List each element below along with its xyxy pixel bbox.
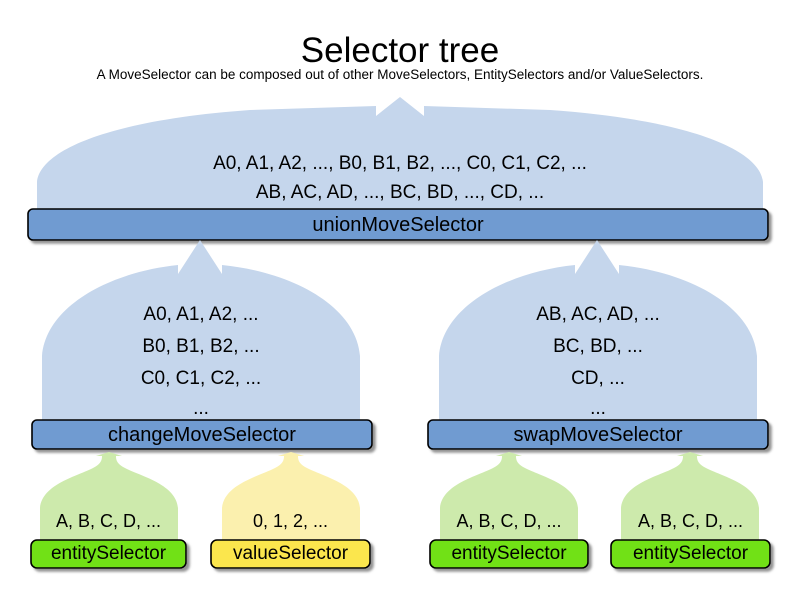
swap-dome-shape bbox=[439, 240, 757, 421]
change-content-line-4: ... bbox=[193, 398, 209, 419]
union-bar-shape bbox=[27, 208, 769, 241]
swap-content-line-4: ... bbox=[590, 398, 606, 419]
entity-selector-label-3[interactable]: entitySelector bbox=[632, 543, 749, 564]
leaf-content-4: A, B, C, D, ... bbox=[637, 511, 744, 531]
change-move-selector-label[interactable]: changeMoveSelector bbox=[108, 423, 296, 446]
change-content-line-1: A0, A1, A2, ... bbox=[143, 304, 259, 325]
swap-content-line-1: AB, AC, AD, ... bbox=[536, 304, 660, 325]
entity-selector-label-2[interactable]: entitySelector bbox=[451, 543, 567, 564]
leaf-box-shape-2 bbox=[210, 539, 371, 569]
leaf-box-shape-4 bbox=[610, 539, 771, 569]
leaf-dome-shape-1 bbox=[40, 452, 178, 541]
value-selector-label-1[interactable]: valueSelector bbox=[232, 543, 349, 564]
leaf-box-shape-3 bbox=[429, 539, 589, 569]
leaf-dome-shape-4 bbox=[621, 452, 759, 541]
page-title: Selector tree bbox=[300, 31, 500, 70]
leaf-dome-shape-3 bbox=[440, 452, 578, 541]
page-subtitle: A MoveSelector can be composed out of ot… bbox=[96, 67, 704, 82]
change-bar-shape bbox=[31, 419, 373, 450]
union-move-selector-label[interactable]: unionMoveSelector bbox=[312, 213, 484, 236]
leaf-content-3: A, B, C, D, ... bbox=[456, 511, 562, 531]
union-content-line-2: AB, AC, AD, ..., BC, BD, ..., CD, ... bbox=[255, 182, 545, 203]
union-dome-shape bbox=[37, 97, 763, 210]
swap-bar-shape bbox=[427, 419, 769, 450]
swap-move-selector-label[interactable]: swapMoveSelector bbox=[513, 423, 683, 446]
leaf-content-1: A, B, C, D, ... bbox=[55, 511, 162, 531]
change-content-line-2: B0, B1, B2, ... bbox=[142, 336, 260, 357]
leaf-dome-shape-2 bbox=[222, 452, 360, 541]
union-content-line-1: A0, A1, A2, ..., B0, B1, B2, ..., C0, C1… bbox=[213, 153, 587, 174]
swap-content-line-2: BC, BD, ... bbox=[553, 336, 643, 357]
entity-selector-label-1[interactable]: entitySelector bbox=[50, 543, 167, 564]
leaf-content-2: 0, 1, 2, ... bbox=[252, 511, 329, 531]
leaf-box-shape-1 bbox=[30, 539, 187, 569]
change-dome-shape bbox=[42, 240, 360, 421]
swap-content-line-3: CD, ... bbox=[571, 368, 625, 389]
change-content-line-3: C0, C1, C2, ... bbox=[140, 368, 262, 389]
